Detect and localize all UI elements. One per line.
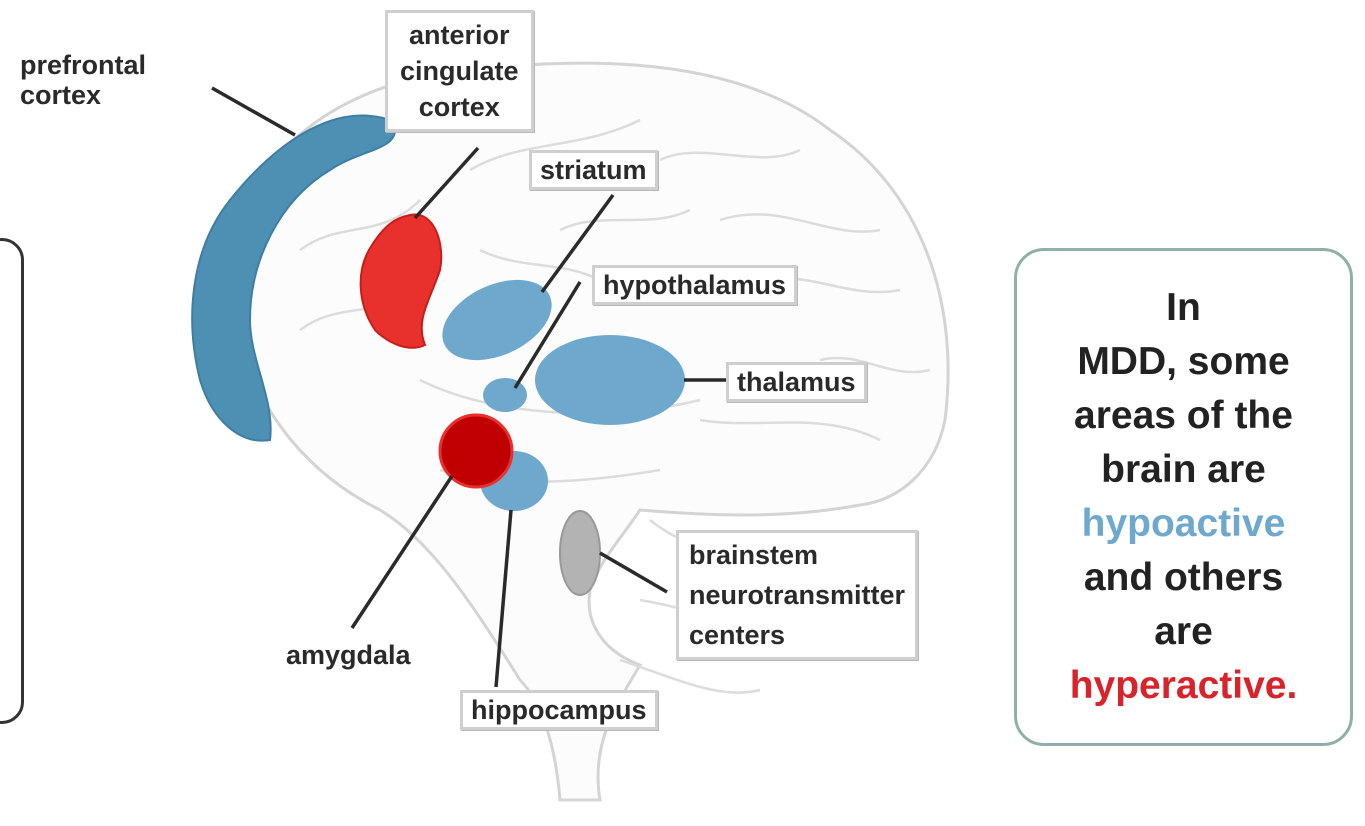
info-line-2: MDD, some	[1017, 335, 1350, 389]
hypoactive-word: hypoactive	[1017, 497, 1350, 551]
brainstem-centers-region	[560, 511, 600, 595]
hypothalamus-label: hypothalamus	[592, 265, 797, 305]
brainstem-label: brainstem neurotransmitter centers	[676, 530, 918, 660]
info-line-3: areas of the	[1017, 389, 1350, 443]
anterior-cingulate-line2: cingulate	[400, 53, 519, 89]
mdd-info-box: In MDD, some areas of the brain are hypo…	[1014, 248, 1353, 746]
thalamus-region	[535, 335, 685, 425]
amygdala-label: amygdala	[286, 640, 411, 670]
prefrontal-label-line1: prefrontal	[20, 50, 146, 80]
info-line-1: In	[1017, 281, 1350, 335]
anterior-cingulate-label: anterior cingulate cortex	[385, 10, 534, 132]
anterior-cingulate-line3: cortex	[400, 89, 519, 125]
thalamus-label: thalamus	[726, 362, 867, 402]
brainstem-line2: neurotransmitter	[689, 575, 905, 615]
prefrontal-label-line2: cortex	[20, 80, 146, 110]
hypothalamus-region	[483, 378, 527, 412]
brainstem-line3: centers	[689, 615, 905, 655]
brainstem-line1: brainstem	[689, 535, 905, 575]
info-line-4: brain are	[1017, 443, 1350, 497]
hippocampus-label: hippocampus	[460, 690, 658, 730]
info-line-7: are	[1017, 605, 1350, 659]
prefrontal-cortex-label: prefrontal cortex	[20, 50, 146, 110]
hyperactive-word: hyperactive.	[1017, 659, 1350, 713]
striatum-label: striatum	[529, 150, 658, 190]
anterior-cingulate-line1: anterior	[400, 17, 519, 53]
info-line-6: and others	[1017, 551, 1350, 605]
